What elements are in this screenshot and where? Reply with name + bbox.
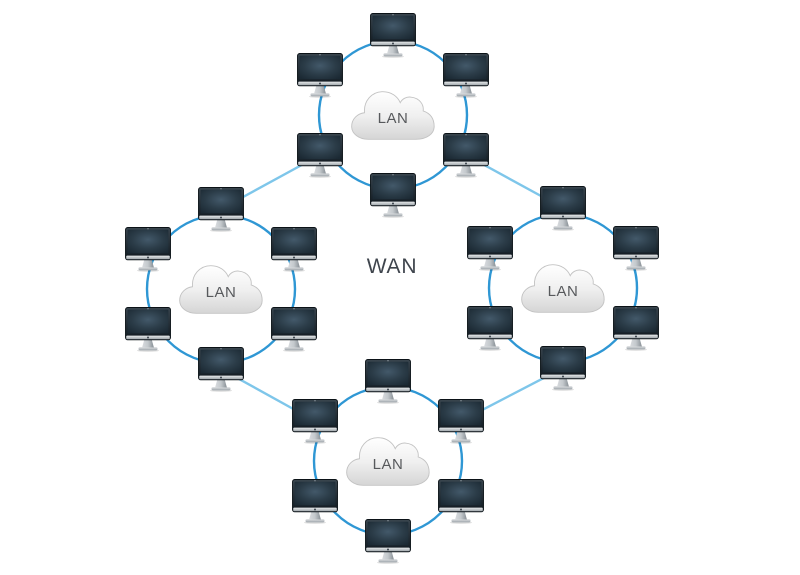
computer-icon [125, 307, 171, 352]
lan-label: LAN [548, 283, 579, 300]
computer-icon [467, 306, 513, 351]
computer-icon [540, 346, 586, 391]
lan-bottom: LAN [292, 359, 484, 564]
computer-icon [540, 186, 586, 231]
computer-icon [438, 479, 484, 524]
computer-icon [297, 133, 343, 178]
computer-icon [198, 187, 244, 232]
lan-label: LAN [373, 456, 404, 473]
computer-icon [198, 347, 244, 392]
lan-label: LAN [378, 110, 409, 127]
wan-label: WAN [367, 255, 418, 278]
computer-icon [365, 359, 411, 404]
computer-icon [271, 307, 317, 352]
computer-icon [292, 399, 338, 444]
computer-icon [297, 53, 343, 98]
computer-icon [443, 53, 489, 98]
lan-top: LAN [297, 13, 489, 218]
computer-icon [613, 226, 659, 271]
computer-icon [467, 226, 513, 271]
lan-right: LAN [467, 186, 659, 391]
lan-label: LAN [206, 284, 237, 301]
lan-left: LAN [125, 187, 317, 392]
computer-icon [365, 519, 411, 564]
computer-icon [613, 306, 659, 351]
computer-icon [292, 479, 338, 524]
computer-icon [125, 227, 171, 272]
computer-icon [443, 133, 489, 178]
computer-icon [370, 13, 416, 58]
computer-icon [438, 399, 484, 444]
computer-icon [271, 227, 317, 272]
computer-icon [370, 173, 416, 218]
